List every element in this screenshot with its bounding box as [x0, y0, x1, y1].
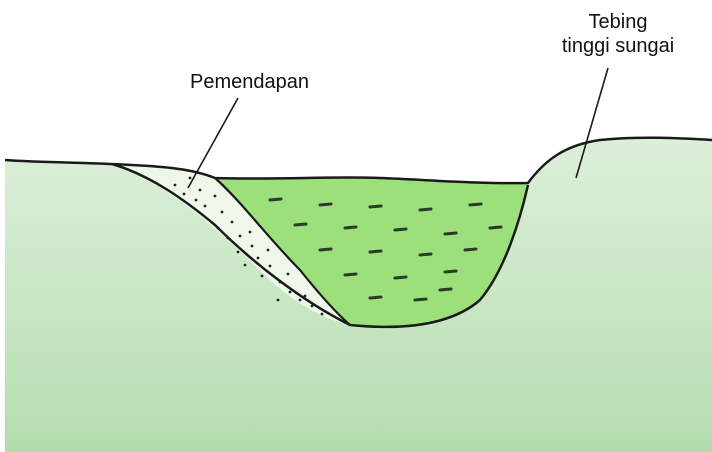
water-dash — [270, 199, 281, 200]
water-dash — [320, 249, 331, 250]
water-dash — [445, 271, 456, 272]
deposition-label: Pemendapan — [190, 70, 309, 94]
water-dash — [440, 289, 451, 290]
high-riverbank-label-line2: tinggi sungai — [548, 34, 688, 58]
deposition-dot — [214, 195, 217, 198]
deposition-dot — [261, 275, 264, 278]
deposition-dot — [204, 205, 207, 208]
water-dash — [420, 209, 431, 210]
deposition-dot — [174, 184, 177, 187]
deposition-dot — [251, 245, 254, 248]
deposition-dot — [237, 251, 240, 254]
deposition-dot — [269, 265, 272, 268]
water-dash — [395, 277, 406, 278]
deposition-dot — [199, 189, 202, 192]
deposition-dot — [183, 193, 186, 196]
water-dash — [370, 251, 381, 252]
deposition-dot — [321, 313, 324, 316]
deposition-dot — [287, 273, 290, 276]
deposition-dot — [249, 231, 252, 234]
high-riverbank-label: Tebing tinggi sungai — [548, 10, 688, 58]
water-dash — [420, 254, 431, 255]
deposition-dot — [221, 211, 224, 214]
water-dash — [370, 297, 381, 298]
water-dash — [490, 227, 501, 228]
deposition-leader-line — [188, 98, 238, 188]
water-dash — [320, 204, 331, 205]
water-dash — [445, 233, 456, 234]
deposition-dot — [257, 257, 260, 260]
deposition-dot — [239, 235, 242, 238]
deposition-dot — [244, 264, 247, 267]
water-dash — [470, 204, 481, 205]
deposition-dot — [189, 177, 192, 180]
water-dash — [415, 299, 426, 300]
deposition-dot — [231, 221, 234, 224]
water-dash — [345, 227, 356, 228]
deposition-dot — [267, 249, 270, 252]
deposition-dot — [195, 199, 198, 202]
water-dash — [395, 229, 406, 230]
high-riverbank-label-line1: Tebing — [548, 10, 688, 34]
water-dash — [295, 224, 306, 225]
water-dash — [370, 206, 381, 207]
water-dash — [465, 249, 476, 250]
deposition-dot — [277, 299, 280, 302]
deposition-dot — [289, 291, 292, 294]
water-dash — [345, 274, 356, 275]
deposition-dot — [299, 299, 302, 302]
